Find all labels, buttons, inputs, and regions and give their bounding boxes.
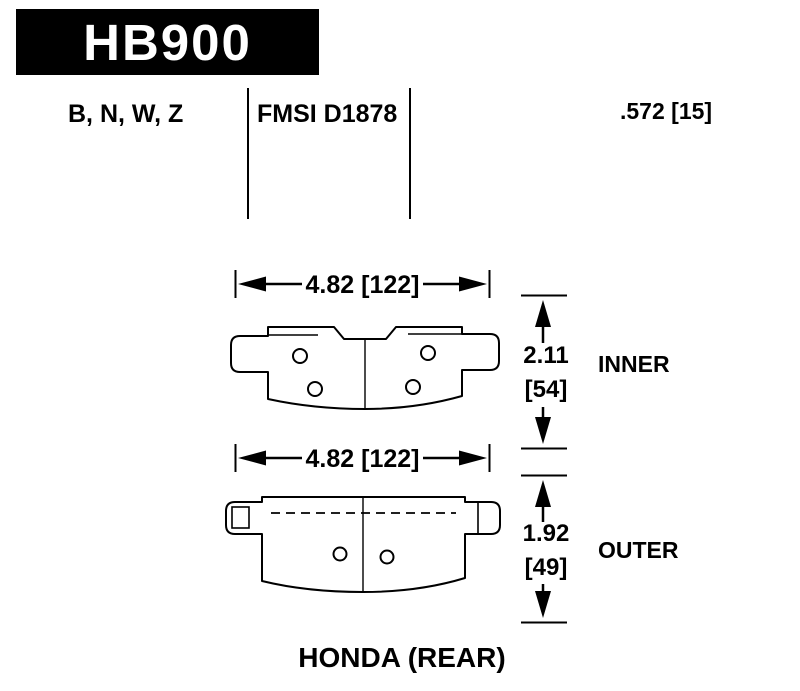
- left-arrowhead-icon: [238, 276, 266, 292]
- divider-line-1: [247, 88, 249, 219]
- inner-height-inches: 2.11: [523, 342, 568, 369]
- inner-width-value: 4.82 [122]: [306, 271, 420, 299]
- inner-height-mm: [54]: [525, 376, 568, 403]
- outer-width-value: 4.82 [122]: [306, 445, 420, 473]
- fmsi-code: FMSI D1878: [257, 100, 398, 128]
- down-arrowhead-icon: [535, 417, 551, 444]
- divider-line-2: [409, 88, 411, 219]
- inner-height-dimension: 2.11 [54] INNER: [521, 294, 670, 450]
- outer-label: OUTER: [598, 537, 679, 563]
- rivet-hole: [292, 348, 308, 364]
- rivet-hole: [332, 546, 348, 562]
- vehicle-application: HONDA (REAR): [298, 642, 505, 673]
- up-arrowhead-icon: [535, 480, 551, 507]
- right-arrowhead-icon: [459, 450, 487, 466]
- inner-width-dimension: 4.82 [122]: [234, 270, 491, 299]
- outer-height-inches: 1.92: [523, 520, 570, 547]
- left-arrowhead-icon: [238, 450, 266, 466]
- part-number-box: HB900: [16, 9, 319, 75]
- inner-label: INNER: [598, 351, 670, 377]
- right-arrowhead-icon: [459, 276, 487, 292]
- outer-pad-drawing: [225, 496, 501, 593]
- rivet-hole: [379, 549, 395, 565]
- up-arrowhead-icon: [535, 300, 551, 327]
- pad-thickness: .572 [15]: [620, 98, 713, 124]
- part-number: HB900: [83, 13, 252, 71]
- down-arrowhead-icon: [535, 591, 551, 618]
- ear-clip-detail: [231, 506, 250, 529]
- inner-pad-drawing: [230, 326, 500, 410]
- technical-diagram: 4.82 [122] 2.11 [54] INNER: [225, 270, 679, 673]
- compound-codes: B, N, W, Z: [68, 100, 184, 128]
- rivet-hole: [307, 381, 323, 397]
- outer-height-mm: [49]: [525, 554, 568, 581]
- rivet-hole: [420, 345, 436, 361]
- outer-height-dimension: 1.92 [49] OUTER: [521, 474, 679, 624]
- outer-width-dimension: 4.82 [122]: [234, 444, 491, 473]
- rivet-hole: [405, 379, 421, 395]
